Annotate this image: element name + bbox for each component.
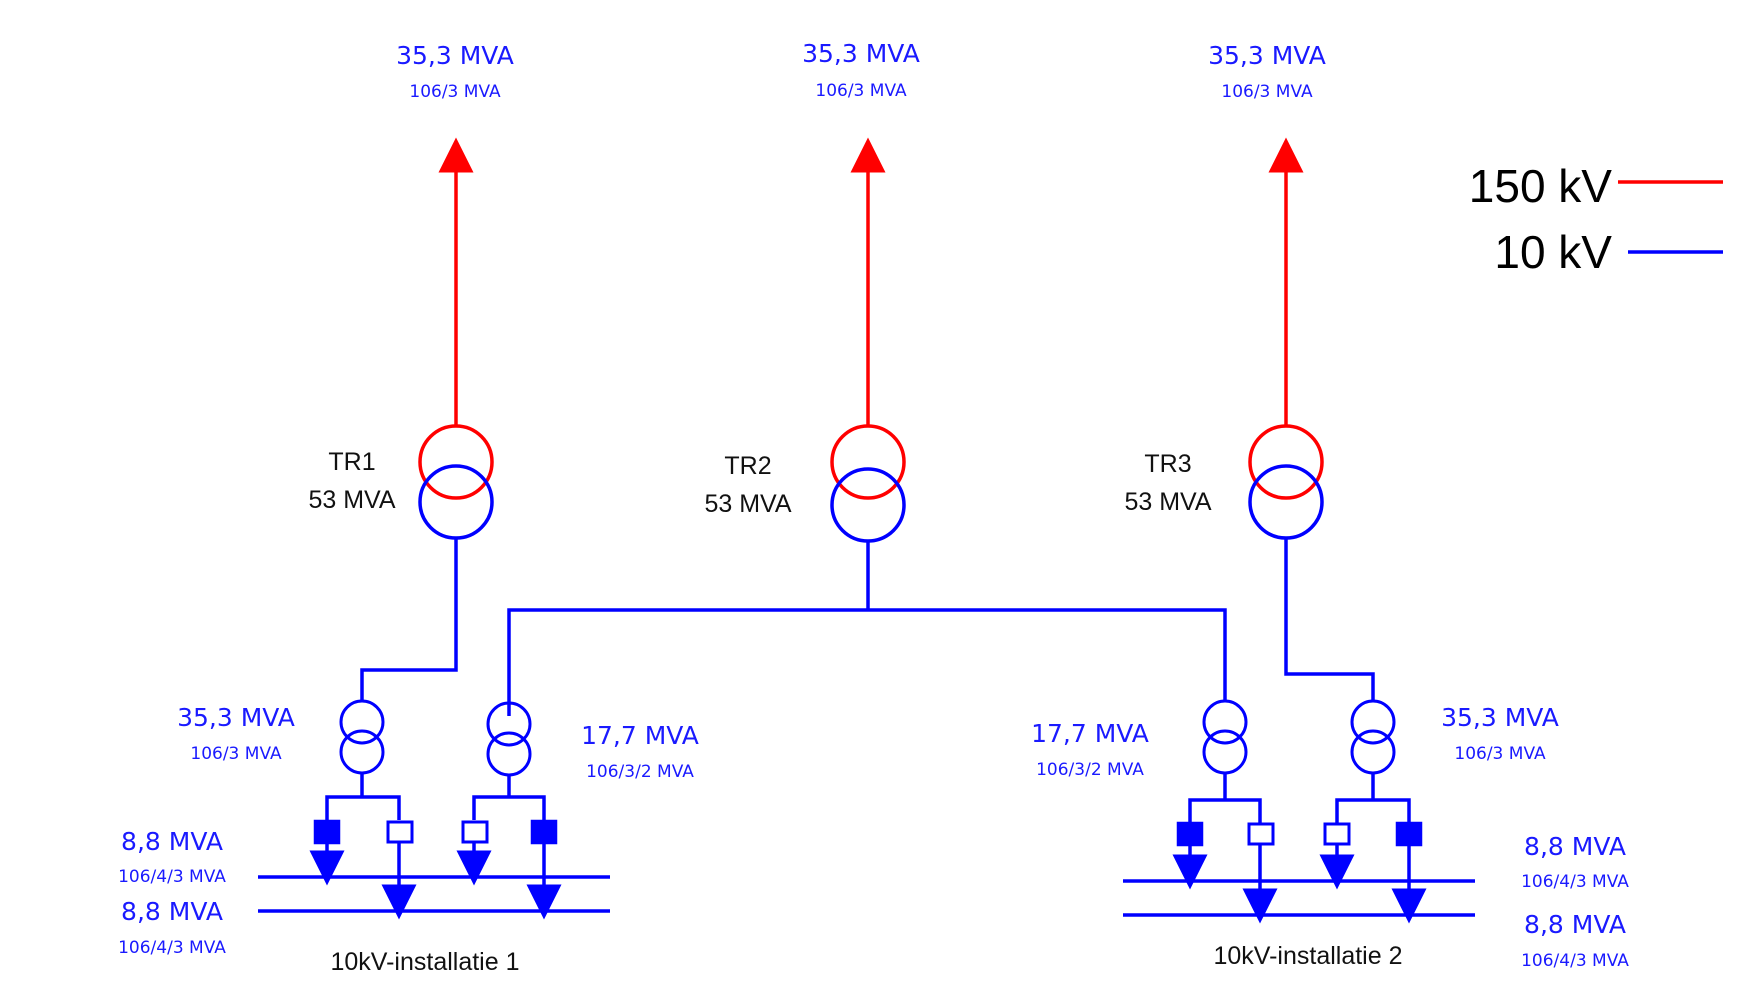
feeder-2-main: 17,7 MVA bbox=[581, 721, 699, 750]
breaker-closed bbox=[313, 819, 341, 845]
installation-2: 10kV-installatie 2 bbox=[1123, 773, 1475, 970]
lv-line-tr3 bbox=[1284, 538, 1375, 700]
busbar-4-main: 8,8 MVA bbox=[1524, 910, 1626, 939]
feeder-4-main: 35,3 MVA bbox=[1441, 703, 1559, 732]
tr1-lv-winding bbox=[418, 464, 494, 540]
feeder-transformer-1 bbox=[339, 699, 385, 775]
tr2-name: TR2 bbox=[724, 452, 771, 480]
lv-bus-tr2 bbox=[507, 608, 1227, 716]
installation-1: 10kV-installatie 1 bbox=[258, 773, 610, 976]
busbar-label-3: 8,8 MVA 106/4/3 MVA bbox=[1521, 832, 1629, 892]
breaker-open bbox=[461, 820, 489, 844]
legend-hv-label: 150 kV bbox=[1469, 160, 1613, 212]
transformer-tr3: TR3 53 MVA bbox=[1124, 424, 1324, 540]
busbar-3-main: 8,8 MVA bbox=[1524, 832, 1626, 861]
lv-line-tr1 bbox=[360, 538, 458, 700]
grid-feed-3-sub: 106/3 MVA bbox=[1221, 82, 1313, 102]
transformer-tr2: TR2 53 MVA bbox=[704, 424, 906, 543]
busbar-1-sub: 106/4/3 MVA bbox=[118, 867, 226, 887]
grid-feed-2-sub: 106/3 MVA bbox=[815, 81, 907, 101]
tr3-hv-winding bbox=[1248, 424, 1324, 500]
feeder-1-main: 35,3 MVA bbox=[177, 703, 295, 732]
tr2-lv-winding bbox=[830, 467, 906, 543]
grid-feed-2-main: 35,3 MVA bbox=[802, 39, 920, 68]
feeder-label-3: 17,7 MVA 106/3/2 MVA bbox=[1031, 719, 1149, 780]
grid-feed-2: 35,3 MVA 106/3 MVA bbox=[802, 39, 920, 101]
breaker-open bbox=[1247, 822, 1275, 846]
busbar-2-sub: 106/4/3 MVA bbox=[118, 938, 226, 958]
grid-feed-1-sub: 106/3 MVA bbox=[409, 82, 501, 102]
legend-lv-label: 10 kV bbox=[1494, 226, 1612, 278]
installation-2-name: 10kV-installatie 2 bbox=[1213, 942, 1402, 970]
feeder-3-sub: 106/3/2 MVA bbox=[1036, 760, 1144, 780]
busbar-1-main: 8,8 MVA bbox=[121, 827, 223, 856]
busbar-3-sub: 106/4/3 MVA bbox=[1521, 872, 1629, 892]
tr2-hv-winding bbox=[830, 424, 906, 500]
grid-feed-1: 35,3 MVA 106/3 MVA bbox=[396, 41, 514, 102]
grid-feed-3: 35,3 MVA 106/3 MVA bbox=[1208, 41, 1326, 102]
feeder-label-4: 35,3 MVA 106/3 MVA bbox=[1441, 703, 1559, 764]
feeder-transformer-3 bbox=[1202, 699, 1248, 775]
feeder-1-sub: 106/3 MVA bbox=[190, 744, 282, 764]
tr1-rating: 53 MVA bbox=[308, 486, 395, 514]
busbar-label-4: 8,8 MVA 106/4/3 MVA bbox=[1521, 910, 1629, 971]
tr1-name: TR1 bbox=[328, 448, 375, 476]
feeder-transformer-4 bbox=[1350, 699, 1396, 775]
feeder-label-1: 35,3 MVA 106/3 MVA bbox=[177, 703, 295, 764]
legend: 150 kV 10 kV bbox=[1469, 160, 1723, 278]
tr2-rating: 53 MVA bbox=[704, 490, 791, 518]
busbar-4-sub: 106/4/3 MVA bbox=[1521, 951, 1629, 971]
busbar-2-main: 8,8 MVA bbox=[121, 897, 223, 926]
installation-1-name: 10kV-installatie 1 bbox=[330, 948, 519, 976]
tr3-lv-winding bbox=[1248, 464, 1324, 540]
feeder-2-sub: 106/3/2 MVA bbox=[586, 762, 694, 782]
breaker-closed bbox=[530, 819, 558, 845]
tr3-name: TR3 bbox=[1144, 450, 1191, 478]
breaker-open bbox=[386, 820, 414, 844]
grid-feed-3-main: 35,3 MVA bbox=[1208, 41, 1326, 70]
breaker-closed bbox=[1395, 821, 1423, 847]
feeder-4-sub: 106/3 MVA bbox=[1454, 744, 1546, 764]
breaker-open bbox=[1323, 822, 1351, 846]
feeder-label-2: 17,7 MVA 106/3/2 MVA bbox=[581, 721, 699, 782]
busbar-label-2: 8,8 MVA 106/4/3 MVA bbox=[118, 897, 226, 958]
grid-feed-1-main: 35,3 MVA bbox=[396, 41, 514, 70]
feeder-3-main: 17,7 MVA bbox=[1031, 719, 1149, 748]
tr3-rating: 53 MVA bbox=[1124, 488, 1211, 516]
transformer-tr1: TR1 53 MVA bbox=[308, 424, 494, 540]
tr1-hv-winding bbox=[418, 424, 494, 500]
breaker-closed bbox=[1176, 821, 1204, 847]
busbar-label-1: 8,8 MVA 106/4/3 MVA bbox=[118, 827, 226, 887]
